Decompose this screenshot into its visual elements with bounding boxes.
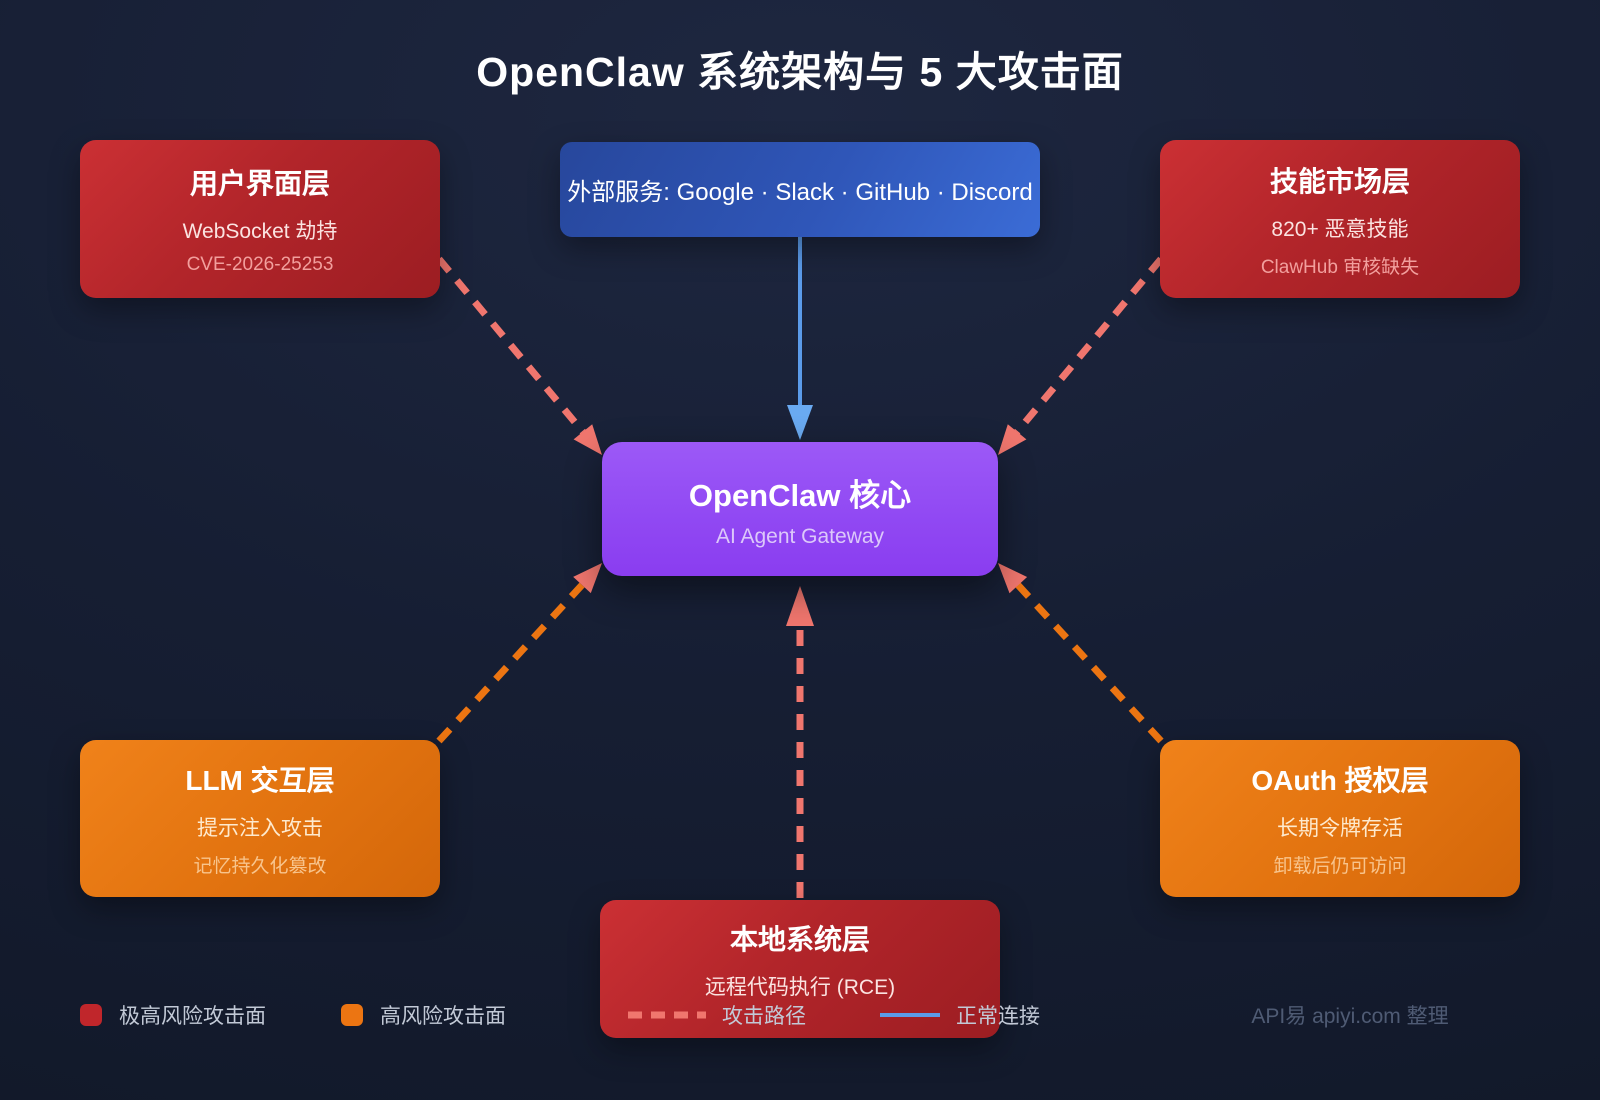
node-openclaw-core: OpenClaw 核心 AI Agent Gateway <box>602 442 998 576</box>
high-risk-swatch <box>341 1004 363 1026</box>
core-subtitle: AI Agent Gateway <box>715 524 885 548</box>
oauth-layer-threat: 长期令牌存活 <box>1277 817 1403 840</box>
legend-attack-path: 攻击路径 <box>628 1001 806 1029</box>
legend-high: 高风险攻击面 <box>341 1001 506 1029</box>
skills-layer-detail: ClawHub 审核缺失 <box>1260 256 1420 278</box>
legend-normal-conn-label: 正常连接 <box>956 1005 1040 1028</box>
llm-layer-detail: 记忆持久化篡改 <box>193 856 327 877</box>
arrow-oauth-to-core <box>998 563 1164 744</box>
llm-layer-title: LLM 交互层 <box>185 765 335 796</box>
skills-layer-title: 技能市场层 <box>1269 165 1410 197</box>
critical-risk-swatch <box>80 1004 102 1026</box>
node-external-services: 外部服务: Google · Slack · GitHub · Discord <box>560 142 1040 237</box>
arrow-skills-to-core <box>998 256 1164 455</box>
oauth-layer-title: OAuth 授权层 <box>1251 765 1429 796</box>
page-title: OpenClaw 系统架构与 5 大攻击面 <box>476 49 1124 95</box>
legend-critical-label: 极高风险攻击面 <box>119 1005 266 1028</box>
dashed-line-sample <box>628 1011 706 1019</box>
core-title: OpenClaw 核心 <box>688 477 912 513</box>
legend-high-label: 高风险攻击面 <box>380 1005 506 1028</box>
node-skills-layer: 技能市场层 820+ 恶意技能 ClawHub 审核缺失 <box>1160 140 1520 298</box>
node-llm-layer: LLM 交互层 提示注入攻击 记忆持久化篡改 <box>80 740 440 897</box>
legend-critical: 极高风险攻击面 <box>80 1001 266 1029</box>
skills-layer-threat: 820+ 恶意技能 <box>1271 217 1409 241</box>
solid-line-sample <box>880 1013 940 1017</box>
ui-layer-detail: CVE-2026-25253 <box>186 254 334 275</box>
node-oauth-layer: OAuth 授权层 长期令牌存活 卸载后仍可访问 <box>1160 740 1520 897</box>
ui-layer-threat: WebSocket 劫持 <box>182 220 338 243</box>
arrow-llm-to-core <box>436 563 602 744</box>
legend-attack-path-label: 攻击路径 <box>722 1005 806 1028</box>
local-layer-title: 本地系统层 <box>729 924 870 955</box>
arrow-ui-to-core <box>436 256 602 455</box>
llm-layer-threat: 提示注入攻击 <box>197 817 323 840</box>
footer-credit: API易 apiyi.com 整理 <box>1251 1005 1449 1028</box>
external-services-label: 外部服务: Google · Slack · GitHub · Discord <box>567 179 1033 206</box>
ui-layer-title: 用户界面层 <box>189 168 330 199</box>
legend-normal-conn: 正常连接 <box>880 1001 1040 1029</box>
node-ui-layer: 用户界面层 WebSocket 劫持 CVE-2026-25253 <box>80 140 440 298</box>
arrow-external-to-core <box>787 237 813 440</box>
oauth-layer-detail: 卸载后仍可访问 <box>1273 856 1407 877</box>
local-layer-threat: 远程代码执行 (RCE) <box>704 976 896 999</box>
arrow-local-to-core <box>786 586 814 898</box>
